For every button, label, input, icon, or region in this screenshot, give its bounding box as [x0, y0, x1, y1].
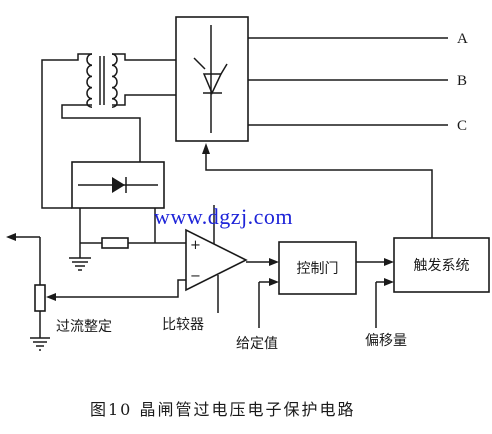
trigger-feedback-arrow [202, 143, 433, 238]
offset-arrow [375, 278, 394, 328]
figure-caption: 图10 晶闸管过电压电子保护电路 [90, 400, 355, 419]
potentiometer [6, 233, 186, 351]
comparator-plus-sign: + [190, 238, 201, 253]
phase-label-c: C [457, 118, 467, 134]
given-value-label: 给定值 [236, 336, 278, 352]
trigger-system-label: 触发系统 [414, 258, 470, 274]
phase-lines [248, 37, 448, 126]
comparator [185, 205, 248, 313]
offset-label: 偏移量 [365, 333, 407, 349]
control-gate-label: 控制门 [297, 261, 339, 277]
comparator-output-arrow [246, 258, 279, 266]
resistor [80, 208, 186, 249]
trigger-system-block [393, 237, 490, 293]
watermark-text: www.dgzj.com [154, 204, 293, 229]
comparator-label: 比较器 [162, 317, 204, 333]
phase-label-b: B [457, 73, 467, 89]
transformer [41, 53, 176, 209]
rectifier-bridge [71, 161, 165, 209]
given-value-arrow [258, 278, 279, 328]
gate-to-trigger-arrow [356, 258, 394, 266]
thyristor-bridge [175, 16, 249, 142]
comparator-minus-sign: − [190, 269, 201, 284]
phase-label-a: A [457, 31, 468, 47]
ground-symbol [69, 208, 91, 271]
overcurrent-setting-label: 过流整定 [56, 319, 112, 335]
control-gate-block [278, 241, 357, 295]
